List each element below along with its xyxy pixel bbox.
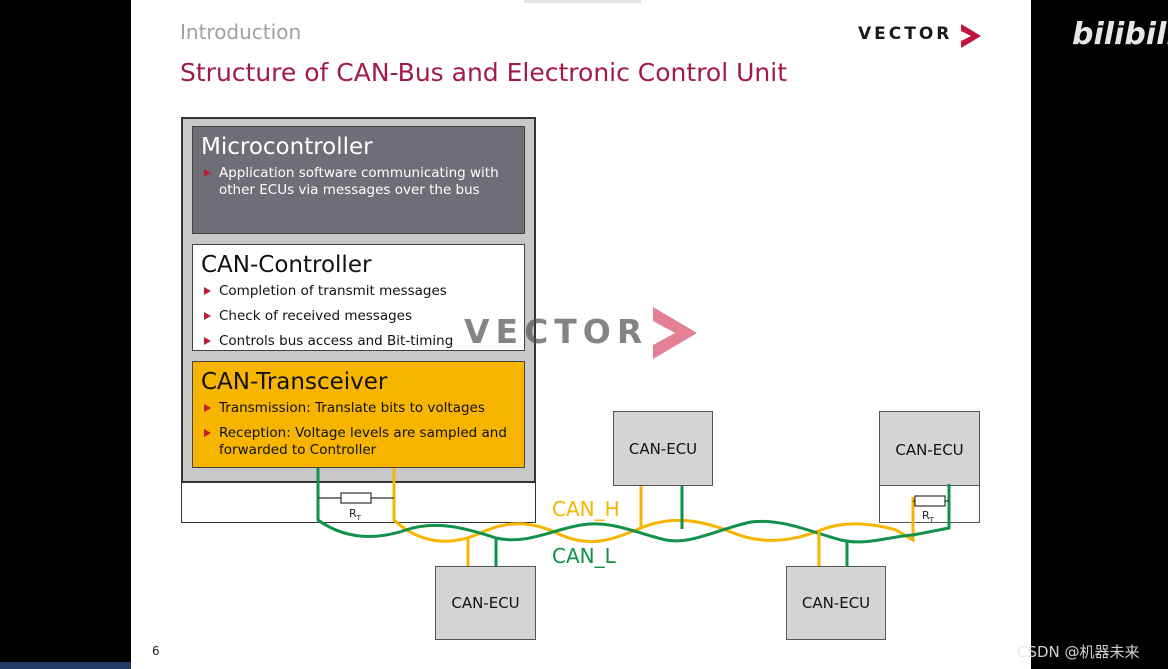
- ecu-box-bottom-left: CAN-ECU: [435, 566, 536, 640]
- microcontroller-block: Microcontroller Application software com…: [192, 126, 525, 234]
- slide-title: Structure of CAN-Bus and Electronic Cont…: [180, 58, 788, 87]
- slide: Introduction Structure of CAN-Bus and El…: [131, 0, 1031, 669]
- can-controller-bullet: Controls bus access and Bit-timing: [201, 333, 516, 350]
- can-transceiver-block: CAN-Transceiver Transmission: Translate …: [192, 361, 525, 468]
- page-number: 6: [152, 644, 160, 658]
- left-edge-bar: [0, 662, 131, 669]
- bilibili-logo: bilibili: [1072, 17, 1168, 52]
- microcontroller-title: Microcontroller: [201, 134, 373, 160]
- can-transceiver-title: CAN-Transceiver: [201, 369, 388, 395]
- can-l-label: CAN_L: [552, 544, 616, 568]
- watermark-arrow-icon: [653, 307, 697, 359]
- can-controller-block: CAN-Controller Completion of transmit me…: [192, 244, 525, 351]
- resistor-left-label: RT: [349, 507, 361, 523]
- ecu-box-bottom-right: CAN-ECU: [786, 566, 886, 640]
- can-transceiver-bullet: Reception: Voltage levels are sampled an…: [201, 425, 516, 459]
- ecu-box-top-right: CAN-ECU: [879, 411, 980, 486]
- site-overlay-text: 技术: [985, 29, 1025, 53]
- section-title: Introduction: [180, 20, 302, 44]
- csdn-credit: CSDN @机器未来: [1017, 643, 1140, 661]
- microcontroller-bullet: Application software communicating with …: [201, 165, 516, 199]
- brand-logo: VECTOR: [858, 24, 953, 44]
- can-controller-bullet: Check of received messages: [201, 308, 516, 325]
- can-controller-bullet: Completion of transmit messages: [201, 283, 516, 300]
- brand-arrow-icon: [961, 24, 981, 48]
- can-controller-title: CAN-Controller: [201, 252, 372, 278]
- slide-tab: [524, 0, 641, 3]
- ecu-box-top-middle: CAN-ECU: [613, 411, 713, 486]
- can-transceiver-bullet: Transmission: Translate bits to voltages: [201, 400, 516, 417]
- can-h-label: CAN_H: [552, 497, 620, 521]
- watermark-text: VECTOR: [464, 312, 649, 351]
- resistor-right-label: RT: [922, 509, 934, 525]
